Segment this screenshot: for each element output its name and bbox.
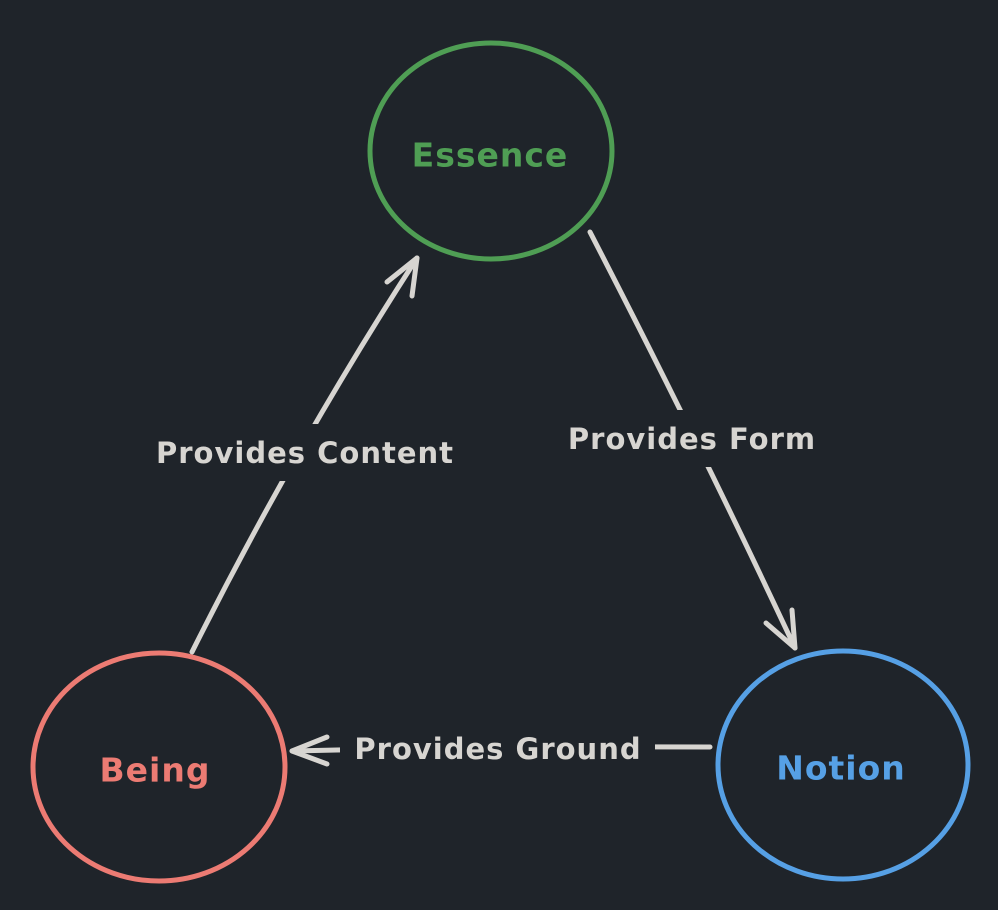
node-essence-label: Essence [412, 136, 569, 175]
edge-essence-to-notion-label: Provides Form [568, 422, 816, 456]
node-essence: Essence [367, 40, 615, 262]
edge-notion-to-being-label: Provides Ground [354, 732, 641, 766]
edge-being-to-essence-label-group: Provides Content [140, 424, 470, 481]
edge-label-mask [551, 410, 833, 467]
node-notion-label: Notion [776, 749, 906, 788]
edge-essence-to-notion-arrowhead-icon [763, 607, 798, 651]
edge-label-mask [340, 721, 655, 775]
edge-label-mask [140, 424, 470, 481]
edge-notion-to-being-label-group: Provides Ground [340, 721, 655, 775]
edge-notion-to-being-arrowhead-icon [289, 734, 330, 767]
node-notion: Notion [715, 648, 971, 882]
edge-essence-to-notion-label-group: Provides Form [551, 410, 833, 467]
node-being-circle [30, 650, 288, 884]
node-notion-circle [715, 648, 971, 882]
node-essence-circle [367, 40, 615, 262]
node-being: Being [30, 650, 288, 884]
edge-being-to-essence-arrowhead-icon [384, 255, 420, 299]
node-being-label: Being [100, 751, 211, 790]
edge-being-to-essence-label: Provides Content [156, 436, 454, 470]
